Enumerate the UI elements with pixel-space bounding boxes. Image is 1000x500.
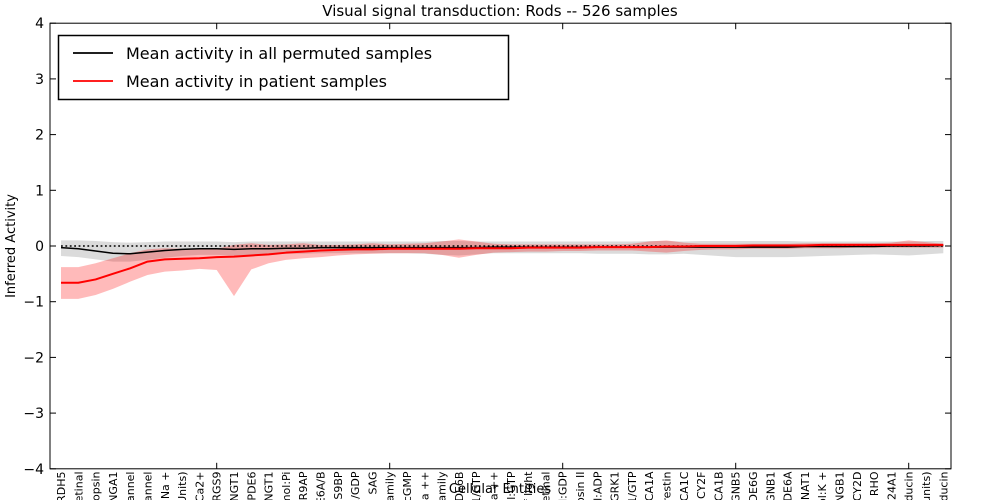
x-tick-label: GNB1/GNGT1 [263, 472, 276, 500]
x-axis-label: Cellular Entities [449, 482, 551, 497]
y-tick-label: −2 [23, 350, 44, 366]
x-tick-label: Metarhodopsin II/Transducin [937, 471, 950, 500]
x-tick-label: mol:Ca ++ [488, 472, 501, 500]
x-tick-label: mol:Na + [159, 472, 172, 500]
x-tick-label: GNGT1 [228, 472, 241, 500]
x-tick-label: mol:ADP [591, 471, 604, 500]
x-tick-label: GNAT1/GTP [470, 471, 483, 500]
x-tick-label: GRK1 [609, 472, 622, 500]
y-tick-label: 4 [35, 16, 44, 32]
y-tick-label: 3 [35, 72, 44, 88]
x-tick-label: mol:Ca2+ [193, 472, 206, 500]
y-tick-label: −1 [23, 295, 44, 311]
x-tick-label: GUCA1A [643, 471, 656, 500]
chart-title: Visual signal transduction: Rods -- 526 … [322, 2, 678, 20]
x-tick-label: PDE6G [747, 472, 760, 500]
x-tick-label: RHO [868, 471, 881, 496]
x-tick-label: GNAT1 [799, 472, 812, 500]
x-tick-label: CNGA1 [107, 472, 120, 500]
x-tick-label: Metarhodopsin II/Arrestin [661, 471, 674, 500]
x-tick-label: GNB1 [764, 472, 777, 500]
patient-band [61, 239, 944, 299]
x-tick-label: PDE6 [245, 472, 258, 500]
x-tick-label: CNGB1 [834, 472, 847, 500]
permuted-mean-line [60, 244, 944, 255]
x-tick-label: mol:GMP (4 units) [920, 472, 933, 500]
x-tick-label: GNB5 [730, 472, 743, 500]
x-tick-label: GUCA1C [678, 471, 691, 500]
x-tick-label: mol:cGMP [401, 471, 414, 500]
x-tick-label: GUCA1B [712, 472, 725, 500]
y-tick-label: −3 [23, 406, 44, 422]
legend: Mean activity in all permuted samples Me… [57, 34, 510, 101]
legend-entry-permuted: Mean activity in all permuted samples [126, 44, 432, 63]
x-tick-label: Metarhodopsin II [574, 472, 587, 500]
x-tick-label: SLC24A1 [885, 472, 898, 500]
x-tick-label: GCAP Family/Ca ++ [418, 472, 431, 500]
y-tick-label: 1 [35, 183, 44, 199]
legend-entry-patient: Mean activity in patient samples [126, 72, 387, 91]
series-lines [60, 243, 944, 284]
y-tick-label: −4 [23, 462, 44, 478]
patient-mean-line [61, 243, 944, 284]
x-tick-label: GUCY2D [851, 472, 864, 500]
x-tick-label: Rhodopsin [90, 471, 103, 500]
x-tick-label: RDH5 [55, 472, 68, 500]
y-tick-label: 0 [35, 239, 44, 255]
x-tick-label: mol:GTP [505, 471, 518, 500]
x-tick-label: mol:Pi [280, 472, 293, 500]
x-tick-label: absorption of light [522, 471, 535, 500]
x-tick-label: PDE6A [782, 471, 795, 500]
x-tick-label: Transducin [903, 471, 916, 500]
y-tick-labels: −4 −3 −2 −1 0 1 2 3 4 [23, 16, 44, 478]
x-tick-label: mol:K + [816, 472, 829, 500]
x-tick-label: SAG [366, 472, 379, 495]
x-tick-label: mol:GDP [557, 471, 570, 500]
x-tick-label: PDE6A/B [315, 472, 328, 500]
axis-ticks [50, 22, 951, 470]
x-tick-label: RGS9-1/Gbeta5/R9AP [297, 471, 310, 500]
x-tick-label: PDE6B [453, 472, 466, 500]
x-tick-label: Na + (4 Units) [176, 472, 189, 500]
x-tick-label: mol:all-trans-retinal [539, 472, 552, 500]
x-tick-label: CNG Channel [124, 472, 137, 500]
x-tick-label: mol:11-cis-retinal [72, 472, 85, 500]
x-tick-label: GNAT1/GDP [349, 471, 362, 500]
x-tick-labels: RDH5 mol:11-cis-retinal Rhodopsin CNGA1 CNG … [55, 471, 950, 500]
x-tick-label: PDE6G/GNAT1/GTP [626, 471, 639, 500]
x-tick-label: cGMP/CNG Channel [142, 472, 155, 500]
x-tick-label: RGS9BP [332, 471, 345, 500]
x-tick-label: GC1/GCAP Family [436, 471, 449, 500]
y-axis-label: Inferred Activity [4, 194, 19, 298]
x-tick-label: GUCY2F [695, 472, 708, 500]
x-tick-label: RGS9 [211, 472, 224, 500]
legend-box [57, 34, 510, 101]
x-tick-label: GC2/GCAP Family [384, 471, 397, 500]
y-tick-label: 2 [35, 128, 44, 144]
